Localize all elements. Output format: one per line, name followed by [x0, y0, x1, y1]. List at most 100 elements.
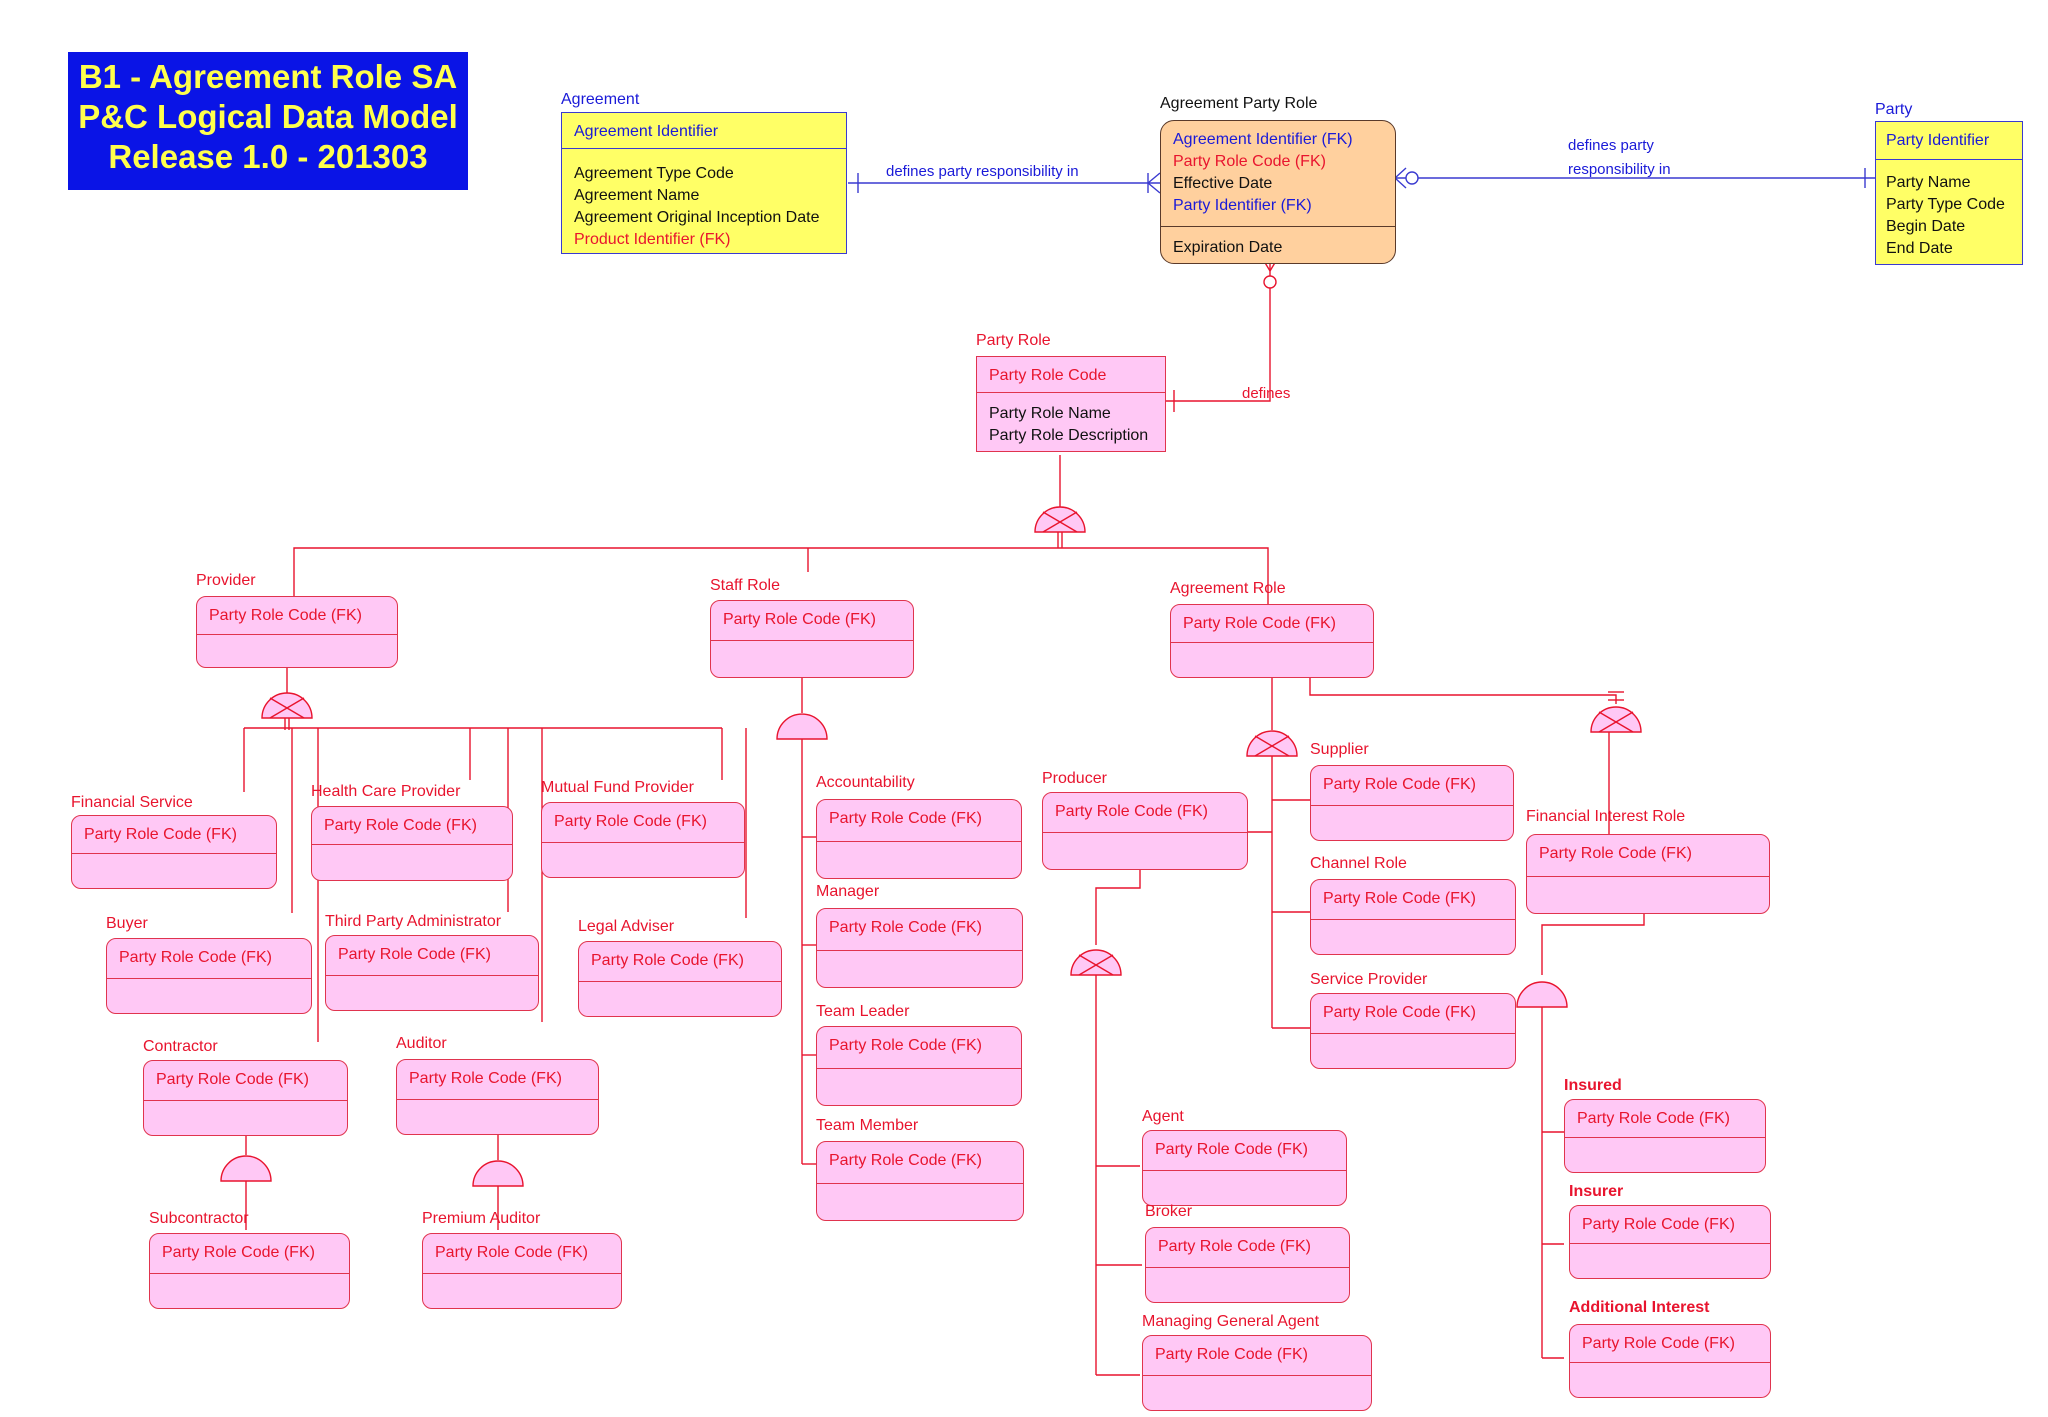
entity-managing-general-agent[interactable]: Party Role Code (FK): [1142, 1335, 1372, 1411]
pk-apr-agreement-identifier: Agreement Identifier (FK): [1173, 131, 1353, 148]
pk-financial-service: Party Role Code (FK): [84, 826, 237, 843]
entity-label-buyer: Buyer: [106, 915, 148, 932]
attr-agreement-original-inception-date: Agreement Original Inception Date: [574, 209, 820, 226]
pk-health-care-provider: Party Role Code (FK): [324, 817, 477, 834]
entity-label-staff-role: Staff Role: [710, 577, 780, 594]
entity-insured[interactable]: Party Role Code (FK): [1564, 1099, 1766, 1173]
pk-insurer: Party Role Code (FK): [1582, 1216, 1735, 1233]
pk-insured: Party Role Code (FK): [1577, 1110, 1730, 1127]
entity-agent[interactable]: Party Role Code (FK): [1142, 1130, 1347, 1206]
pk-financial-interest-role: Party Role Code (FK): [1539, 845, 1692, 862]
entity-insurer[interactable]: Party Role Code (FK): [1569, 1205, 1771, 1279]
entity-label-agreement-role: Agreement Role: [1170, 580, 1286, 597]
entity-mutual-fund-provider[interactable]: Party Role Code (FK): [541, 802, 745, 878]
pk-contractor: Party Role Code (FK): [156, 1071, 309, 1088]
entity-team-member[interactable]: Party Role Code (FK): [816, 1141, 1024, 1221]
attr-party-type-code: Party Type Code: [1886, 196, 2005, 213]
entity-agreement-party-role[interactable]: Agreement Identifier (FK) Party Role Cod…: [1160, 120, 1396, 264]
pk-apr-party-role-code: Party Role Code (FK): [1173, 153, 1326, 170]
title-line-1: B1 - Agreement Role SA: [78, 58, 458, 95]
entity-accountability[interactable]: Party Role Code (FK): [816, 799, 1022, 879]
pk-staff-role: Party Role Code (FK): [723, 611, 876, 628]
entity-label-premium-auditor: Premium Auditor: [422, 1210, 541, 1227]
pk-auditor: Party Role Code (FK): [409, 1070, 562, 1087]
entity-label-broker: Broker: [1145, 1203, 1193, 1220]
pk-mutual-fund-provider: Party Role Code (FK): [554, 813, 707, 830]
entity-channel-role[interactable]: Party Role Code (FK): [1310, 879, 1516, 955]
entity-staff-role[interactable]: Party Role Code (FK): [710, 600, 914, 678]
pk-party-identifier: Party Identifier: [1886, 132, 1990, 149]
entity-buyer[interactable]: Party Role Code (FK): [106, 938, 312, 1014]
entity-label-provider: Provider: [196, 572, 256, 589]
entity-label-manager: Manager: [816, 883, 880, 900]
entity-legal-adviser[interactable]: Party Role Code (FK): [578, 941, 782, 1017]
attr-party-role-description: Party Role Description: [989, 427, 1149, 444]
title-line-3: Release 1.0 - 201303: [108, 138, 428, 175]
attr-agreement-name: Agreement Name: [574, 187, 700, 204]
entity-broker[interactable]: Party Role Code (FK): [1145, 1227, 1350, 1303]
entity-label-managing-general-agent: Managing General Agent: [1142, 1313, 1320, 1330]
pk-legal-adviser: Party Role Code (FK): [591, 952, 744, 969]
entity-party[interactable]: Party Identifier Party Name Party Type C…: [1875, 121, 2023, 265]
entity-label-health-care-provider: Health Care Provider: [311, 783, 461, 800]
entity-label-service-provider: Service Provider: [1310, 971, 1428, 988]
entity-service-provider[interactable]: Party Role Code (FK): [1310, 993, 1516, 1069]
pk-service-provider: Party Role Code (FK): [1323, 1004, 1476, 1021]
title-line-2: P&C Logical Data Model: [78, 98, 458, 135]
entity-label-financial-service: Financial Service: [71, 794, 193, 811]
entity-party-role[interactable]: Party Role Code Party Role Name Party Ro…: [976, 356, 1166, 452]
entity-health-care-provider[interactable]: Party Role Code (FK): [311, 806, 513, 881]
entity-label-financial-interest-role: Financial Interest Role: [1526, 808, 1686, 825]
entity-agreement[interactable]: Agreement Identifier Agreement Type Code…: [561, 112, 847, 254]
attr-agreement-type-code: Agreement Type Code: [574, 165, 734, 182]
pk-agreement-identifier: Agreement Identifier: [574, 123, 719, 140]
pk-accountability: Party Role Code (FK): [829, 810, 982, 827]
entity-financial-interest-role[interactable]: Party Role Code (FK): [1526, 834, 1770, 914]
pk-buyer: Party Role Code (FK): [119, 949, 272, 966]
entity-subcontractor[interactable]: Party Role Code (FK): [149, 1233, 350, 1309]
attr-end-date: End Date: [1886, 240, 1953, 257]
attr-party-name: Party Name: [1886, 174, 1971, 191]
entity-team-leader[interactable]: Party Role Code (FK): [816, 1026, 1022, 1106]
pk-apr-party-identifier: Party Identifier (FK): [1173, 197, 1312, 214]
attr-begin-date: Begin Date: [1886, 218, 1966, 235]
pk-premium-auditor: Party Role Code (FK): [435, 1244, 588, 1261]
entity-financial-service[interactable]: Party Role Code (FK): [71, 815, 277, 889]
entity-contractor[interactable]: Party Role Code (FK): [143, 1060, 348, 1136]
diagram-title-block: B1 - Agreement Role SA P&C Logical Data …: [68, 52, 468, 190]
rel-label-partyrole-apr: defines: [1242, 385, 1291, 402]
entity-label-team-member: Team Member: [816, 1117, 919, 1134]
entity-label-party: Party: [1875, 101, 1913, 118]
pk-additional-interest: Party Role Code (FK): [1582, 1335, 1735, 1352]
entity-label-agent: Agent: [1142, 1108, 1184, 1125]
entity-producer[interactable]: Party Role Code (FK): [1042, 792, 1248, 870]
entity-provider[interactable]: Party Role Code (FK): [196, 596, 398, 668]
entity-label-legal-adviser: Legal Adviser: [578, 918, 675, 935]
entity-manager[interactable]: Party Role Code (FK): [816, 908, 1023, 988]
entity-additional-interest[interactable]: Party Role Code (FK): [1569, 1324, 1771, 1398]
entity-label-auditor: Auditor: [396, 1035, 447, 1052]
pk-broker: Party Role Code (FK): [1158, 1238, 1311, 1255]
pk-channel-role: Party Role Code (FK): [1323, 890, 1476, 907]
entity-agreement-role[interactable]: Party Role Code (FK): [1170, 604, 1374, 678]
pk-third-party-administrator: Party Role Code (FK): [338, 946, 491, 963]
entity-auditor[interactable]: Party Role Code (FK): [396, 1059, 599, 1135]
entity-label-party-role: Party Role: [976, 332, 1051, 349]
rel-label-agreement-apr: defines party responsibility in: [886, 163, 1079, 180]
rel-label-party-apr-2: responsibility in: [1568, 161, 1671, 178]
attr-party-role-name: Party Role Name: [989, 405, 1111, 422]
entity-label-agreement: Agreement: [561, 91, 640, 108]
pk-team-member: Party Role Code (FK): [829, 1152, 982, 1169]
pk-managing-general-agent: Party Role Code (FK): [1155, 1346, 1308, 1363]
entity-third-party-administrator[interactable]: Party Role Code (FK): [325, 935, 539, 1011]
entity-supplier[interactable]: Party Role Code (FK): [1310, 765, 1514, 841]
entity-label-insurer: Insurer: [1569, 1183, 1624, 1200]
pk-supplier: Party Role Code (FK): [1323, 776, 1476, 793]
entity-premium-auditor[interactable]: Party Role Code (FK): [422, 1233, 622, 1309]
pk-party-role-code: Party Role Code: [989, 367, 1107, 384]
entity-label-insured: Insured: [1564, 1077, 1622, 1094]
attr-product-identifier-fk: Product Identifier (FK): [574, 231, 731, 248]
entity-label-producer: Producer: [1042, 770, 1107, 787]
